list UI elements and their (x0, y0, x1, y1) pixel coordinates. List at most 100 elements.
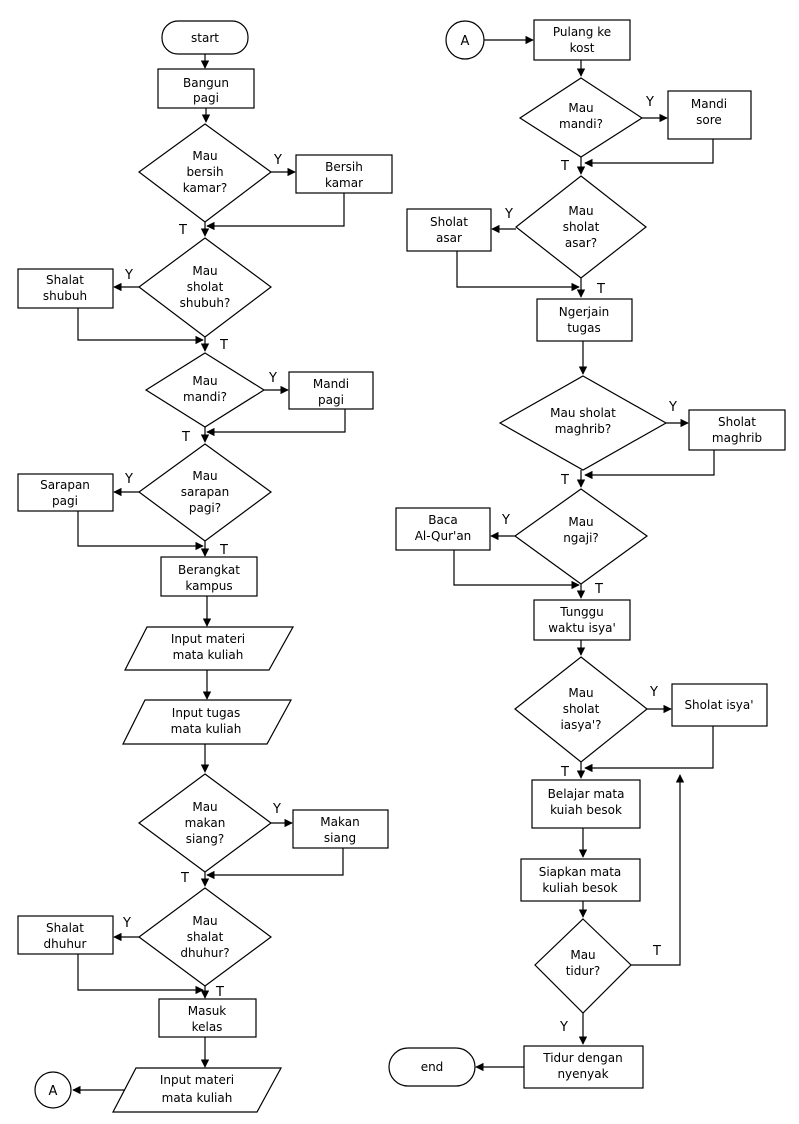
q-sarapan-line1: Mau (192, 469, 217, 483)
q-ngaji-line1: Mau (568, 515, 593, 529)
tidur-box (523, 1045, 644, 1089)
mandi-sore-line2: sore (696, 113, 722, 127)
no-label: T (181, 430, 190, 445)
mandi-sore-line1: Mandi (691, 97, 727, 111)
q-mandi-sore-line1: Mau (568, 101, 593, 115)
q-bersih-line2: bersih (186, 165, 223, 179)
berangkat-line2: kampus (185, 579, 232, 593)
siapkan-line1: Siapkan mata (539, 865, 622, 879)
input-materi-2-parallelogram (112, 1067, 283, 1113)
yes-label: Y (124, 268, 133, 283)
connector-a-left-label: A (49, 1084, 58, 1099)
no-label: T (652, 944, 661, 959)
q-tidur-line2: tidur? (566, 964, 601, 978)
end-terminator (388, 1047, 476, 1087)
tunggu-line1: Tunggu (559, 605, 604, 619)
yes-label: Y (645, 95, 654, 110)
ngaji-line2: Al-Qur'an (415, 529, 472, 543)
bangun-pagi-line1: Bangun (183, 76, 229, 90)
input-tugas-line1: Input tugas (172, 706, 240, 720)
mandi-line2: pagi (318, 393, 344, 407)
q-asar-line2: sholat (563, 220, 600, 234)
no-label: T (219, 543, 228, 558)
sarapan-pagi-box (17, 473, 114, 512)
belajar-box (531, 779, 641, 829)
pulang-line2: kost (570, 41, 595, 55)
makan-line2: siang (324, 831, 356, 845)
q-mandi-line1: Mau (192, 374, 217, 388)
isya-line1: Sholat isya' (684, 698, 753, 712)
yes-label: Y (504, 207, 513, 222)
q-bersih-line1: Mau (192, 149, 217, 163)
bangun-pagi-line2: pagi (193, 91, 219, 105)
yes-label: Y (272, 802, 281, 817)
masuk-kelas-box (158, 998, 257, 1038)
q-isya-line3: iasya'? (560, 718, 601, 732)
no-label: T (180, 871, 189, 886)
mandi-line1: Mandi (313, 377, 349, 391)
sarapan-line1: Sarapan (40, 478, 90, 492)
sholat-asar-box (406, 208, 492, 252)
input-tugas-parallelogram (122, 699, 293, 745)
sarapan-line2: pagi (52, 494, 78, 508)
mandi-sore-box (667, 90, 752, 140)
yes-label: Y (124, 472, 133, 487)
input-tugas-line2: mata kuliah (171, 722, 242, 736)
dhuhur-line2: dhuhur (44, 937, 87, 951)
maghrib-line2: maghrib (712, 431, 762, 445)
tunggu-isya-box (533, 599, 631, 641)
yes-label: Y (559, 1020, 568, 1035)
q-shubuh-line1: Mau (192, 264, 217, 278)
asar-line2: asar (436, 231, 462, 245)
q-makan-line1: Mau (192, 800, 217, 814)
q-tidur-line1: Mau (570, 948, 595, 962)
q-mandi-sore-line2: mandi? (559, 117, 603, 131)
no-label: T (178, 223, 187, 238)
q-dhuhur-line3: dhuhur? (180, 946, 229, 960)
q-shubuh-line2: sholat (187, 280, 224, 294)
q-ngaji-line2: ngaji? (563, 531, 599, 545)
q-shubuh-line3: shubuh? (180, 296, 231, 310)
masuk-line2: kelas (192, 1020, 223, 1034)
belajar-line1: Belajar mata (548, 787, 625, 801)
berangkat-line1: Berangkat (178, 563, 240, 577)
pulang-line1: Pulang ke (553, 25, 611, 39)
q-isya-line2: sholat (563, 702, 600, 716)
q-mandi-line2: mandi? (183, 390, 227, 404)
input-materi2-line2: mata kuliah (162, 1091, 233, 1105)
tidur-line2: nyenyak (557, 1067, 608, 1081)
yes-label: Y (649, 685, 658, 700)
no-label: T (560, 159, 569, 174)
yes-label: Y (501, 513, 510, 528)
belajar-line2: kuiah besok (550, 803, 622, 817)
q-sarapan-line3: pagi? (189, 501, 221, 515)
connector-a-left (34, 1071, 72, 1109)
input-materi-line1: Input materi (171, 632, 245, 646)
no-label: T (219, 338, 228, 353)
decision-maghrib (498, 375, 668, 471)
pulang-kost-box (533, 19, 631, 61)
berangkat-kampus-box (160, 556, 258, 597)
q-asar-line3: asar? (565, 236, 597, 250)
q-sarapan-line2: sarapan (181, 485, 229, 499)
input-materi-parallelogram (124, 626, 295, 671)
tidur-line1: Tidur dengan (542, 1051, 622, 1065)
no-label: T (594, 582, 603, 597)
yes-label: Y (668, 400, 677, 415)
yes-label: Y (122, 916, 131, 931)
q-maghrib-line2: maghrib? (555, 422, 612, 436)
asar-line1: Sholat (430, 215, 468, 229)
q-makan-line3: siang? (186, 832, 225, 846)
no-label: T (215, 985, 224, 1000)
shalat-shubuh-box (17, 268, 114, 309)
no-label: T (560, 473, 569, 488)
bangun-pagi-box (157, 68, 255, 109)
end-label: end (421, 1060, 444, 1074)
connector-a-right-label: A (461, 34, 470, 49)
masuk-line1: Masuk (188, 1004, 227, 1018)
input-materi2-line1: Input materi (160, 1073, 234, 1087)
yes-label: Y (273, 153, 282, 168)
makan-siang-box (292, 809, 389, 849)
siapkan-line2: kuliah besok (542, 881, 617, 895)
